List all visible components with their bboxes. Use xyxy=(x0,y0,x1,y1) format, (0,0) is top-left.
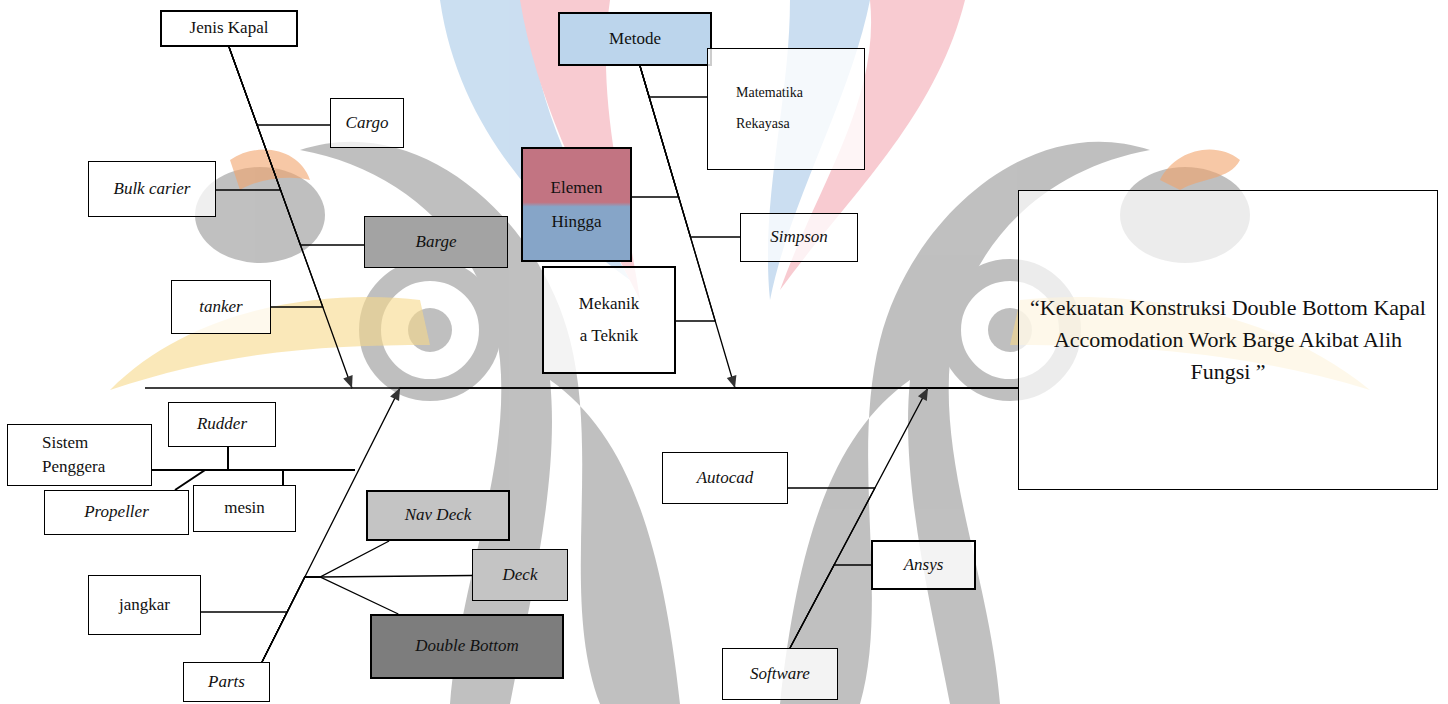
box-label: “Kekuatan Konstruksi Double Bottom Kapal… xyxy=(1028,292,1428,388)
box-label: Nav Deck xyxy=(405,505,472,525)
box-label: Mekanik a Teknik xyxy=(575,288,643,353)
cause-box: Simpson xyxy=(740,213,858,262)
cause-box: Parts xyxy=(183,662,270,702)
box-label: Rudder xyxy=(197,414,247,434)
box-label: Autocad xyxy=(697,468,754,488)
cause-box: Double Bottom xyxy=(370,614,564,679)
box-label: Matematika Rekayasa xyxy=(736,78,836,140)
cause-box: Cargo xyxy=(330,98,404,148)
fishbone-connector xyxy=(229,47,1018,388)
box-label: tanker xyxy=(199,297,242,317)
cause-box: mesin xyxy=(193,485,296,532)
box-label: Software xyxy=(750,664,810,684)
cause-box: Barge xyxy=(364,216,508,268)
cause-box: Elemen Hingga xyxy=(521,147,632,262)
box-label: Barge xyxy=(416,232,457,252)
cause-box: Ansys xyxy=(871,540,976,590)
cause-box: Software xyxy=(722,648,838,700)
fishbone-connector xyxy=(152,470,283,485)
box-label: Double Bottom xyxy=(415,636,518,656)
cause-box: Nav Deck xyxy=(366,490,510,541)
cause-box: Metode xyxy=(558,12,712,66)
box-label: Cargo xyxy=(346,113,389,133)
box-label: Elemen Hingga xyxy=(542,171,612,239)
cause-box: Autocad xyxy=(662,452,788,504)
fishbone-connector xyxy=(152,447,228,470)
box-label: Simpson xyxy=(770,227,828,247)
box-label: Metode xyxy=(609,29,661,49)
cause-box: Bulk carier xyxy=(88,161,216,217)
cause-box: Propeller xyxy=(44,490,189,535)
fishbone-connector xyxy=(640,66,707,97)
fishbone-connector xyxy=(790,388,1018,648)
arrow-head xyxy=(343,375,352,388)
arrow-head xyxy=(918,388,928,401)
fishbone-connector xyxy=(216,47,281,190)
branch-stub xyxy=(283,469,355,471)
box-label: Jenis Kapal xyxy=(190,18,269,38)
arrow-head xyxy=(390,388,400,401)
cause-box: Mekanik a Teknik xyxy=(542,266,676,374)
box-label: Propeller xyxy=(84,502,149,522)
cause-box: “Kekuatan Konstruksi Double Bottom Kapal… xyxy=(1018,190,1438,490)
cause-box: Jenis Kapal xyxy=(160,10,298,47)
box-label: Ansys xyxy=(904,555,944,575)
cause-box: Rudder xyxy=(168,402,276,447)
box-label: Bulk carier xyxy=(114,179,191,199)
cause-box: Deck xyxy=(472,549,568,601)
box-label: Deck xyxy=(503,565,538,585)
fishbone-connector xyxy=(790,565,871,648)
fishbone-connector xyxy=(229,47,330,125)
box-label: Parts xyxy=(208,672,245,692)
arrow-head xyxy=(727,375,737,388)
box-label: mesin xyxy=(224,498,265,518)
box-label: jangkar xyxy=(119,595,170,615)
cause-box: tanker xyxy=(171,280,271,334)
cause-box: jangkar xyxy=(88,575,201,635)
cause-box: Matematika Rekayasa xyxy=(707,48,865,170)
box-label: Sistem Penggera xyxy=(42,431,117,479)
cause-box: Sistem Penggera xyxy=(7,424,152,486)
spine-line xyxy=(145,387,352,388)
logo-flames xyxy=(440,0,965,300)
fishbone-connector xyxy=(632,66,679,197)
